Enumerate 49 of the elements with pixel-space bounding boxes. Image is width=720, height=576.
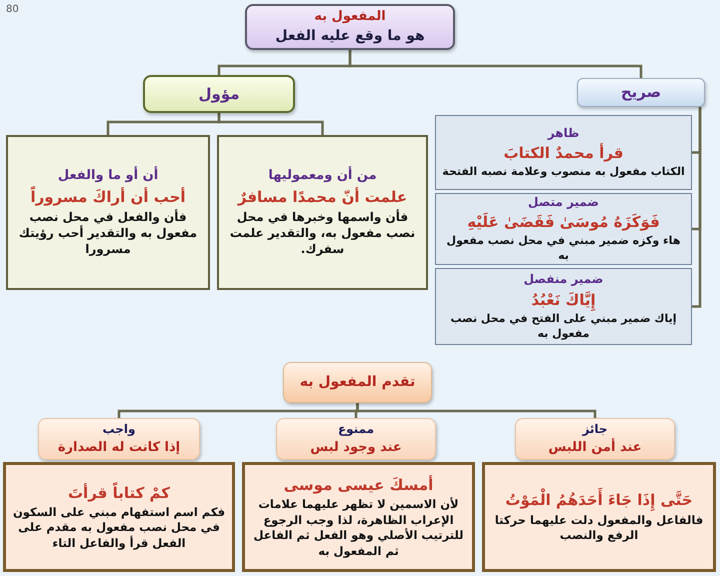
- explanation-text: لأن الاسمين لا تظهر عليهما علامات الإعراب الظاهرة، لذا وجب الرجوع للترتيب الأصلي وهو الفعل ثم الفاعل ثم المفعول به: [252, 497, 464, 560]
- example-box: [435, 268, 692, 345]
- example-sentence: أحب أن أراكَ مسروراً: [30, 186, 186, 208]
- example-title: من أن ومعموليها: [268, 167, 377, 185]
- example-title: أن أو ما والفعل: [58, 167, 158, 185]
- connector-line: [348, 50, 642, 78]
- example-box: [6, 135, 210, 290]
- node-title: المفعول به: [314, 8, 386, 26]
- category-box: [577, 78, 705, 107]
- category-box: [143, 75, 295, 113]
- example-box: [482, 462, 716, 572]
- example-sentence: إِيَّاكَ نَعْبُدُ: [531, 290, 596, 310]
- example-sentence: أمسكَ عيسى موسى: [284, 474, 434, 496]
- example-sentence: فَوَكَزَهُ مُوسَىٰ فَقَضَىٰ عَلَيْهِ: [467, 212, 660, 232]
- explanation-text: فالفاعل والمفعول دلت عليهما حركتا الرفع والنصب: [494, 512, 704, 544]
- example-box: [3, 462, 235, 572]
- explanation-text: إياك ضمير مبني على الفتح في محل نصب مفعول به: [449, 312, 678, 342]
- rule-condition: عند أمن اللبس: [548, 439, 642, 457]
- example-title: ضمير متصل: [528, 194, 600, 210]
- example-title: ظاهر: [548, 124, 580, 142]
- example-title: ضمير منفصل: [524, 271, 604, 288]
- example-box: [242, 462, 475, 572]
- rule-condition: إذا كانت له الصدارة: [58, 439, 180, 457]
- example-box: [435, 115, 692, 190]
- explanation-text: فأن واسمها وخبرها في محل نصب مفعول به، والتقدير علمت سفرك.: [228, 209, 416, 258]
- explanation-text: فكم اسم استفهام مبني على السكون في محل نصب مفعول به مقدم على الفعل قرأ والفاعل التاء: [12, 504, 226, 552]
- definition-text: هو ما وقع عليه الفعل: [275, 27, 425, 46]
- definition-box: [245, 4, 455, 50]
- example-sentence: قرأ محمدٌ الكتابَ: [504, 143, 624, 164]
- rule-condition: عند وجود لبس: [310, 439, 402, 457]
- category-title: صريح: [620, 82, 662, 103]
- example-box: [435, 193, 692, 265]
- rule-title: جائز: [582, 421, 608, 438]
- page-number: 80: [6, 4, 19, 15]
- connector-line: [356, 403, 596, 418]
- connector-line: [692, 107, 702, 308]
- explanation-text: فأن والفعل في محل نصب مفعول به والتقدير أحب رؤيتك مسرورا: [18, 209, 198, 258]
- example-sentence: حَتَّى إِذَا جَاءَ أَحَدَهُمُ الْمَوْتُ: [505, 490, 693, 511]
- category-title: تقدم المفعول به: [300, 373, 416, 392]
- connector-line: [106, 113, 220, 135]
- explanation-text: هاء وكزه ضمير مبني في محل نصب مفعول به: [446, 234, 682, 264]
- example-sentence: كمْ كتاباً قرأتَ: [68, 482, 170, 503]
- category-box: [283, 362, 432, 403]
- example-sentence: علمت أنّ محمدًا مسافرٌ: [238, 186, 408, 208]
- rule-title: واجب: [102, 421, 136, 438]
- explanation-text: الكتاب مفعول به منصوب وعلامة نصبه الفتحة: [442, 165, 685, 180]
- category-title: مؤول: [198, 84, 240, 104]
- rule-title: ممنوع: [338, 421, 374, 438]
- example-box: [217, 135, 428, 290]
